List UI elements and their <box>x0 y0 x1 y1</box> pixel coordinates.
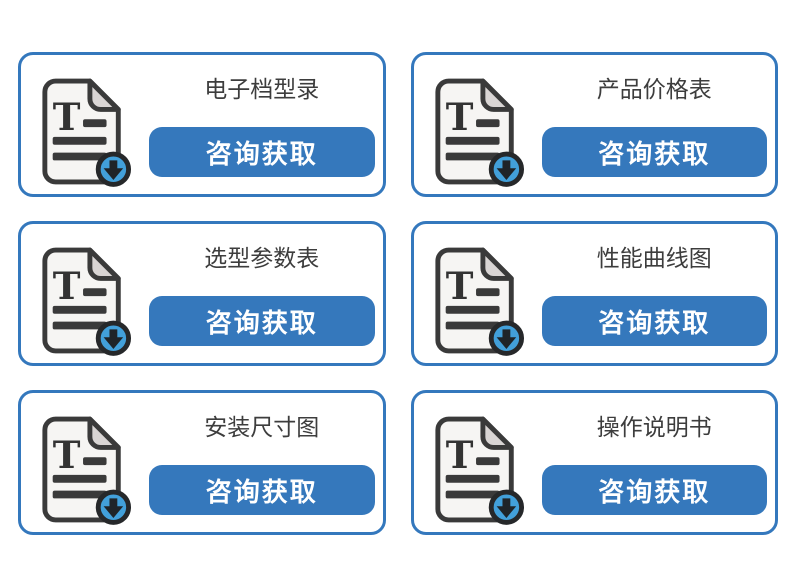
folded-corner <box>479 416 514 450</box>
text-line-long <box>52 305 107 314</box>
card-title: 选型参数表 <box>204 245 320 271</box>
document-download-icon: T <box>21 224 149 363</box>
text-line-long <box>445 474 500 483</box>
text-line-long <box>445 490 500 498</box>
consult-button[interactable]: 咨询获取 <box>149 296 375 346</box>
download-card: T 电子档型录 咨询获取 <box>18 52 386 197</box>
text-line-short <box>83 456 107 465</box>
download-card: T 性能曲线图 咨询获取 <box>410 221 778 366</box>
text-line-long <box>445 305 500 314</box>
card-title: 电子档型录 <box>204 76 320 102</box>
document-download-icon: T <box>414 55 542 194</box>
download-card: T 操作说明书 咨询获取 <box>410 390 778 535</box>
text-line-short <box>475 287 500 296</box>
document-download-icon: T <box>42 78 132 187</box>
text-line-long <box>445 152 500 160</box>
consult-button[interactable]: 咨询获取 <box>149 127 375 177</box>
text-line-long <box>52 152 107 160</box>
document-download-icon: T <box>42 247 132 356</box>
text-line-long <box>445 136 500 145</box>
letter-T: T <box>445 433 473 477</box>
card-content: 安装尺寸图 咨询获取 <box>149 393 383 532</box>
card-title: 产品价格表 <box>596 76 712 102</box>
folded-corner <box>87 247 121 281</box>
document-download-icon: T <box>21 55 149 194</box>
letter-T: T <box>53 264 81 308</box>
card-content: 电子档型录 咨询获取 <box>149 55 383 194</box>
card-title: 操作说明书 <box>596 414 712 440</box>
consult-button[interactable]: 咨询获取 <box>541 127 767 177</box>
download-arrow-icon <box>496 159 516 180</box>
document-download-icon: T <box>414 393 542 532</box>
document-download-icon: T <box>434 416 524 525</box>
document-download-icon: T <box>42 416 132 525</box>
text-line-short <box>475 118 500 127</box>
text-line-long <box>445 321 500 329</box>
text-line-long <box>52 490 107 498</box>
folded-corner <box>479 78 514 112</box>
letter-T: T <box>445 264 473 308</box>
download-card: T 产品价格表 咨询获取 <box>410 52 778 197</box>
download-card: T 选型参数表 咨询获取 <box>18 221 386 366</box>
text-line-short <box>475 456 500 465</box>
card-title: 性能曲线图 <box>596 245 712 271</box>
download-arrow-icon <box>103 497 124 518</box>
letter-T: T <box>445 95 473 139</box>
download-arrow-icon <box>103 159 124 180</box>
text-line-short <box>83 118 107 127</box>
card-content: 操作说明书 咨询获取 <box>541 393 776 532</box>
document-download-icon: T <box>434 247 524 356</box>
document-download-icon: T <box>434 78 524 187</box>
text-line-long <box>52 474 107 483</box>
text-line-long <box>52 321 107 329</box>
folded-corner <box>87 416 121 450</box>
card-title: 安装尺寸图 <box>204 414 320 440</box>
letter-T: T <box>53 433 81 477</box>
card-content: 产品价格表 咨询获取 <box>541 55 776 194</box>
text-line-short <box>83 287 107 296</box>
letter-T: T <box>53 95 81 139</box>
consult-button[interactable]: 咨询获取 <box>541 296 767 346</box>
download-card-grid: T 电子档型录 咨询获取 T <box>18 52 778 535</box>
download-card: T 安装尺寸图 咨询获取 <box>18 390 386 535</box>
download-arrow-icon <box>496 497 516 518</box>
folded-corner <box>87 78 121 112</box>
text-line-long <box>52 136 107 145</box>
document-download-icon: T <box>21 393 149 532</box>
consult-button[interactable]: 咨询获取 <box>541 465 767 515</box>
card-content: 选型参数表 咨询获取 <box>149 224 383 363</box>
download-arrow-icon <box>496 328 516 349</box>
document-download-icon: T <box>414 224 542 363</box>
folded-corner <box>479 247 514 281</box>
download-arrow-icon <box>103 328 124 349</box>
consult-button[interactable]: 咨询获取 <box>149 465 375 515</box>
card-content: 性能曲线图 咨询获取 <box>541 224 776 363</box>
